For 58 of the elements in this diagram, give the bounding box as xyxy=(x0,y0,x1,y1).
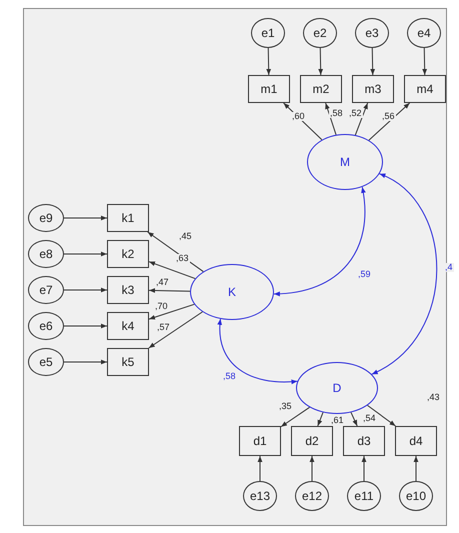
path-arrow xyxy=(318,48,324,76)
path-arrow xyxy=(422,48,428,76)
path-arrow xyxy=(64,252,108,256)
observed-variable-box: k5 xyxy=(107,348,149,376)
path-arrow xyxy=(354,102,368,136)
edge-label: ,60 xyxy=(291,112,306,121)
observed-variable-box: k1 xyxy=(107,204,149,232)
observed-variable-box: k3 xyxy=(107,276,149,304)
path-arrow xyxy=(325,102,337,136)
path-arrow xyxy=(64,288,108,292)
observed-variable-box: d2 xyxy=(291,426,333,456)
edge-label: ,61 xyxy=(330,416,345,425)
observed-variable-box: m1 xyxy=(248,75,290,103)
path-arrow xyxy=(148,288,191,293)
covariance-arrow xyxy=(273,186,366,296)
edge-label: ,35 xyxy=(278,402,293,411)
edge-label: ,47 xyxy=(155,278,170,287)
path-arrow xyxy=(350,412,358,426)
observed-variable-box: d1 xyxy=(239,426,281,456)
path-arrow xyxy=(148,311,203,348)
edge-label: ,63 xyxy=(175,254,190,263)
path-arrow xyxy=(148,304,195,320)
edge-label: ,54 xyxy=(362,414,377,423)
path-arrow xyxy=(258,456,262,482)
observed-variable-box: m3 xyxy=(352,75,394,103)
observed-variable-box: k2 xyxy=(107,240,149,268)
observed-variable-box: m4 xyxy=(404,75,446,103)
edge-label: ,45 xyxy=(178,232,193,241)
path-arrow xyxy=(366,404,396,426)
path-arrow xyxy=(64,324,108,328)
edge-label: ,59 xyxy=(357,270,372,279)
edge-label: ,58 xyxy=(222,372,237,381)
edge-label: ,43 xyxy=(426,393,441,402)
path-arrow xyxy=(283,102,322,140)
path-arrow xyxy=(414,456,418,482)
covariance-arrow xyxy=(218,318,298,384)
edge-label: ,58 xyxy=(329,109,344,118)
path-arrow xyxy=(64,216,108,220)
observed-variable-box: d4 xyxy=(395,426,437,456)
covariance-arrow xyxy=(371,173,438,375)
path-arrow xyxy=(280,406,310,428)
path-arrow xyxy=(317,412,324,426)
path-arrow xyxy=(266,48,272,76)
edge-label: ,57 xyxy=(156,323,171,332)
observed-variable-box: d3 xyxy=(343,426,385,456)
path-arrow xyxy=(368,102,410,141)
path-arrow xyxy=(362,456,366,482)
path-arrow xyxy=(148,261,196,280)
edge-label: ,4 xyxy=(444,263,454,272)
path-arrow xyxy=(64,360,108,364)
path-arrow xyxy=(310,456,314,482)
edge-label: ,70 xyxy=(154,302,169,311)
edge-label: ,56 xyxy=(381,112,396,121)
observed-variable-box: k4 xyxy=(107,312,149,340)
observed-variable-box: m2 xyxy=(300,75,342,103)
edge-label: ,52 xyxy=(348,109,363,118)
path-arrow xyxy=(147,232,204,272)
path-arrow xyxy=(370,48,376,76)
